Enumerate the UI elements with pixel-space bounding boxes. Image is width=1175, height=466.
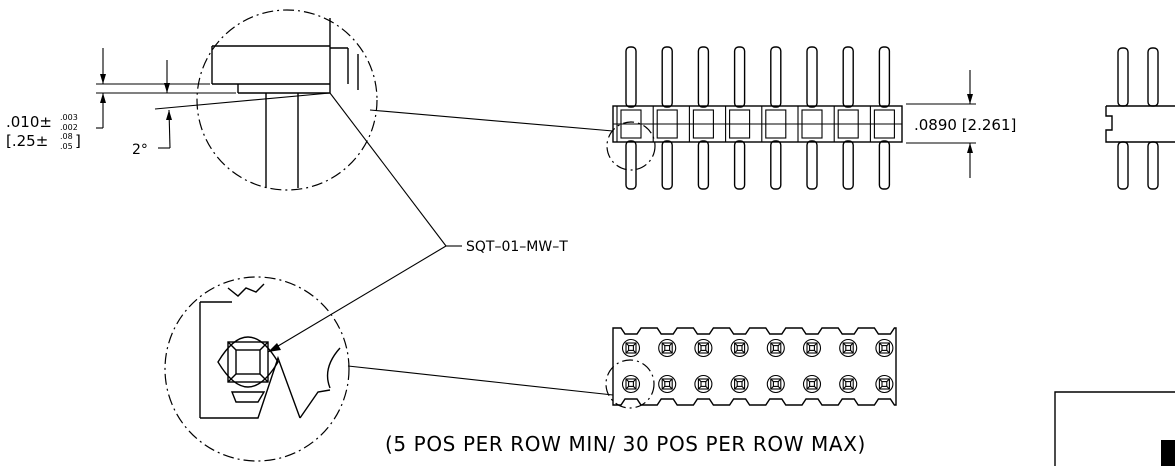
- top-pin: [621, 374, 641, 394]
- top-pin: [658, 374, 677, 394]
- tolerance-mm-plus: .08: [60, 132, 73, 141]
- side-pin-upper: [625, 46, 637, 108]
- side-pin-lower: [733, 140, 746, 190]
- side-view: .0890 [2.261]: [606, 46, 1016, 190]
- top-pin: [658, 338, 677, 358]
- side-pin-lower: [806, 140, 818, 190]
- top-pin: [839, 338, 858, 358]
- tolerance-inch-value: .010±: [6, 113, 52, 131]
- top-pin: [802, 374, 822, 394]
- end-view: [1105, 47, 1175, 190]
- pin-square-magnified: [217, 336, 279, 403]
- side-pin-lower: [661, 140, 673, 190]
- side-pin-upper: [770, 46, 782, 108]
- detail-marker-side: [606, 121, 656, 171]
- top-view-housing: [612, 327, 897, 406]
- side-pin-upper: [806, 46, 818, 108]
- top-pin: [839, 374, 858, 394]
- top-pin: [766, 338, 785, 358]
- top-pin: [766, 374, 785, 394]
- side-pin-lower: [842, 140, 854, 190]
- detail-circle-side: [196, 9, 378, 191]
- top-pin: [730, 338, 749, 358]
- side-pin-upper: [878, 46, 891, 108]
- side-pin-upper: [733, 46, 746, 108]
- side-pin-lower: [625, 140, 637, 190]
- angle-label: 2°: [132, 142, 148, 158]
- top-view: [605, 327, 897, 409]
- top-pin: [875, 374, 894, 394]
- tolerance-mm-close: ]: [75, 132, 81, 150]
- part-number: SQT–01–MW–T: [466, 239, 568, 255]
- tolerance-mm-minus: .05: [60, 142, 73, 151]
- side-pin-lower: [878, 140, 891, 190]
- tolerance-inch-minus: .002: [60, 123, 78, 132]
- tolerance-callout: .010± .003 .002 [.25± .08 .05 ] 2°: [6, 113, 148, 158]
- tolerance-mm-value: [.25±: [6, 132, 48, 150]
- top-view-pins: [621, 338, 894, 394]
- side-pin-upper: [842, 46, 854, 108]
- row-note: (5 POS PER ROW MIN/ 30 POS PER ROW MAX): [385, 432, 866, 456]
- side-pin-lower: [770, 140, 782, 190]
- detail-marker-top: [605, 359, 655, 409]
- top-pin: [621, 338, 641, 358]
- detail-top-magnified: [164, 276, 614, 462]
- side-pin-upper: [697, 46, 710, 108]
- height-dimension: .0890 [2.261]: [914, 116, 1016, 134]
- top-pin: [802, 338, 822, 358]
- tolerance-inch-plus: .003: [60, 113, 78, 122]
- detail-circle-top: [164, 276, 350, 462]
- side-view-pins: [625, 46, 891, 190]
- detail-side-magnified: [96, 9, 614, 191]
- top-pin: [694, 374, 713, 394]
- top-pin: [694, 338, 713, 358]
- title-block-fragment: [1054, 391, 1175, 466]
- top-pin: [730, 374, 749, 394]
- side-pin-lower: [697, 140, 710, 190]
- top-pin: [875, 338, 894, 358]
- side-pin-upper: [661, 46, 673, 108]
- part-number-callout: SQT–01–MW–T: [267, 92, 568, 353]
